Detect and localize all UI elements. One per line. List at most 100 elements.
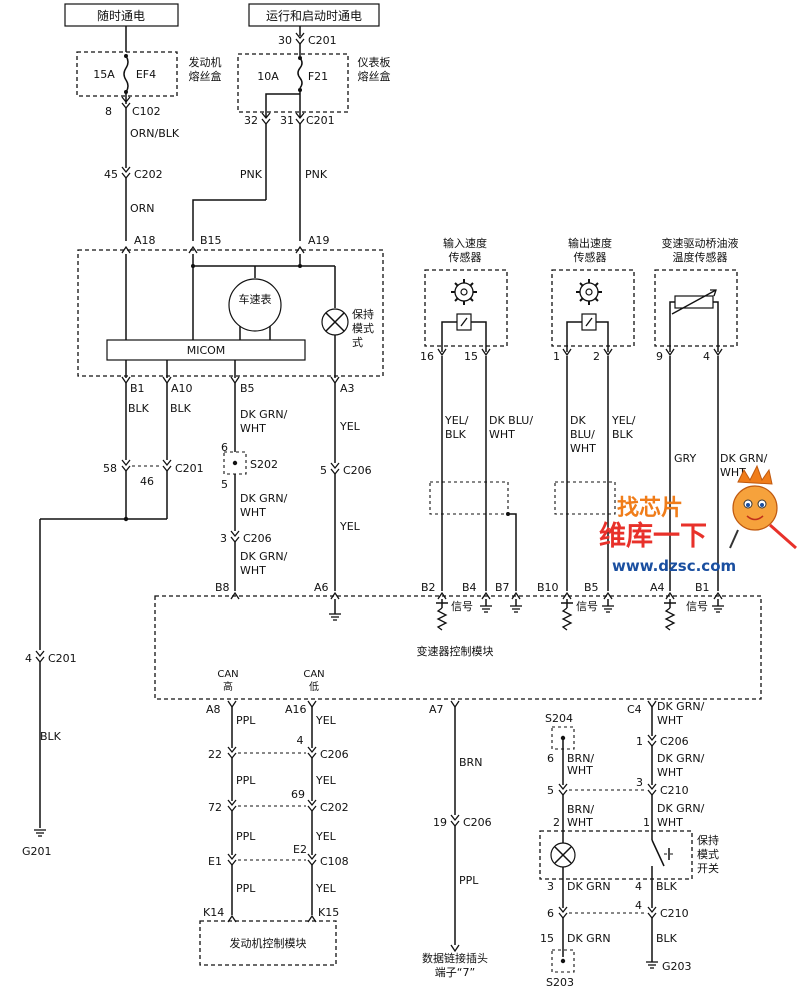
svg-text:仪表板: 仪表板	[358, 55, 391, 69]
svg-text:6: 6	[221, 441, 228, 454]
hold-mode-switch[interactable]	[651, 839, 676, 879]
speedometer-label: 车速表	[239, 292, 272, 306]
svg-text:BLK: BLK	[656, 880, 678, 893]
svg-text:B15: B15	[200, 234, 222, 247]
svg-text:B1: B1	[130, 382, 145, 395]
svg-text:GRY: GRY	[674, 452, 696, 465]
svg-text:B8: B8	[215, 581, 230, 594]
micom-label: MICOM	[187, 344, 226, 357]
svg-text:C206: C206	[463, 816, 492, 829]
panel-fuse-box: 10A F21 仪表板 熔丝盒	[237, 53, 391, 113]
svg-text:DK GRN/: DK GRN/	[657, 752, 705, 765]
svg-text:1: 1	[636, 735, 643, 748]
hold-mode-indicator-lamp	[550, 842, 576, 868]
svg-text:32: 32	[244, 114, 258, 127]
svg-text:C201: C201	[48, 652, 77, 665]
svg-text:YEL: YEL	[339, 520, 361, 533]
svg-text:PPL: PPL	[236, 714, 256, 727]
svg-text:C206: C206	[243, 532, 272, 545]
svg-text:4: 4	[25, 652, 32, 665]
svg-text:DK GRN/: DK GRN/	[720, 452, 768, 465]
watermark-url: www.dzsc.com	[612, 557, 736, 575]
svg-text:传感器: 传感器	[449, 251, 482, 264]
svg-text:BLK: BLK	[170, 402, 192, 415]
svg-text:YEL/: YEL/	[611, 414, 636, 427]
hold-mode-switch-assembly: 2 1 保持 模式 开关	[539, 816, 719, 880]
transmission-control-module: 变速器控制模块	[154, 595, 762, 700]
svg-text:E2: E2	[293, 843, 307, 856]
power-always-hot: 随时通电	[64, 3, 179, 27]
svg-text:PPL: PPL	[236, 774, 256, 787]
watermark-brand: 找芯片	[617, 496, 683, 521]
svg-text:6: 6	[547, 907, 554, 920]
svg-text:5: 5	[320, 464, 327, 477]
svg-text:YEL: YEL	[315, 714, 337, 727]
svg-text:45: 45	[104, 168, 118, 181]
svg-text:4: 4	[635, 899, 642, 912]
input-speed-sensor: 输入速度 传感器	[424, 236, 508, 352]
svg-text:WHT: WHT	[240, 422, 266, 435]
svg-text:DK GRN: DK GRN	[567, 932, 611, 945]
speedometer: 车速表	[228, 278, 282, 332]
svg-text:58: 58	[103, 462, 117, 475]
wire-orn: ORN	[130, 202, 155, 215]
svg-text:DK BLU/: DK BLU/	[489, 414, 533, 427]
svg-text:B2: B2	[421, 581, 436, 594]
gear-icon	[576, 279, 602, 305]
svg-text:10A: 10A	[257, 70, 279, 83]
svg-text:传感器: 传感器	[574, 251, 607, 264]
svg-text:C210: C210	[660, 784, 689, 797]
svg-text:C201: C201	[308, 34, 337, 47]
svg-text:WHT: WHT	[570, 442, 596, 455]
svg-text:2: 2	[593, 350, 600, 363]
svg-text:19: 19	[433, 816, 447, 829]
svg-text:C202: C202	[320, 801, 349, 814]
svg-text:温度传感器: 温度传感器	[673, 250, 728, 264]
svg-text:5: 5	[547, 784, 554, 797]
svg-text:PPL: PPL	[236, 882, 256, 895]
svg-text:15: 15	[464, 350, 478, 363]
svg-text:WHT: WHT	[567, 764, 593, 777]
svg-text:A6: A6	[314, 581, 329, 594]
svg-text:S202: S202	[250, 458, 278, 471]
svg-text:K14: K14	[203, 906, 224, 919]
svg-text:CAN: CAN	[303, 669, 324, 680]
hold-mode-lamp: 保持 模式 式	[321, 307, 374, 349]
data-link-connector: 数据链接插头 端子“7”	[422, 951, 488, 979]
power-always-hot-label: 随时通电	[97, 8, 145, 23]
svg-text:WHT: WHT	[720, 466, 746, 479]
svg-text:A18: A18	[134, 234, 156, 247]
svg-text:输出速度: 输出速度	[568, 236, 612, 250]
svg-text:C210: C210	[660, 907, 689, 920]
svg-text:8: 8	[105, 105, 112, 118]
output-speed-sensor: 输出速度 传感器	[551, 236, 635, 352]
svg-text:A16: A16	[285, 703, 307, 716]
svg-text:保持: 保持	[352, 307, 374, 321]
svg-text:PPL: PPL	[236, 830, 256, 843]
svg-text:C201: C201	[306, 114, 335, 127]
svg-text:YEL: YEL	[339, 420, 361, 433]
svg-text:B1: B1	[695, 581, 710, 594]
svg-text:DK GRN/: DK GRN/	[240, 492, 288, 505]
svg-text:保持: 保持	[697, 833, 719, 847]
micom-block: MICOM	[106, 339, 306, 361]
svg-text:WHT: WHT	[657, 714, 683, 727]
svg-text:WHT: WHT	[567, 816, 593, 829]
svg-text:4: 4	[703, 350, 710, 363]
svg-text:DK GRN/: DK GRN/	[240, 408, 288, 421]
fluid-temp-sensor: 变速驱动桥油液 温度传感器	[654, 236, 739, 352]
svg-text:3: 3	[547, 880, 554, 893]
svg-text:BLK: BLK	[612, 428, 634, 441]
svg-text:DK GRN/: DK GRN/	[240, 550, 288, 563]
svg-text:端子“7”: 端子“7”	[435, 966, 475, 979]
svg-text:BLK: BLK	[40, 730, 62, 743]
engine-fuse-box: 15A EF4 发动机 熔丝盒	[76, 51, 222, 97]
svg-text:B5: B5	[584, 581, 599, 594]
ecm-label: 发动机控制模块	[230, 936, 307, 950]
gear-icon	[451, 279, 477, 305]
svg-text:YEL: YEL	[315, 882, 337, 895]
svg-text:G201: G201	[22, 845, 52, 858]
svg-text:9: 9	[656, 350, 663, 363]
svg-text:72: 72	[208, 801, 222, 814]
svg-text:YEL: YEL	[315, 774, 337, 787]
